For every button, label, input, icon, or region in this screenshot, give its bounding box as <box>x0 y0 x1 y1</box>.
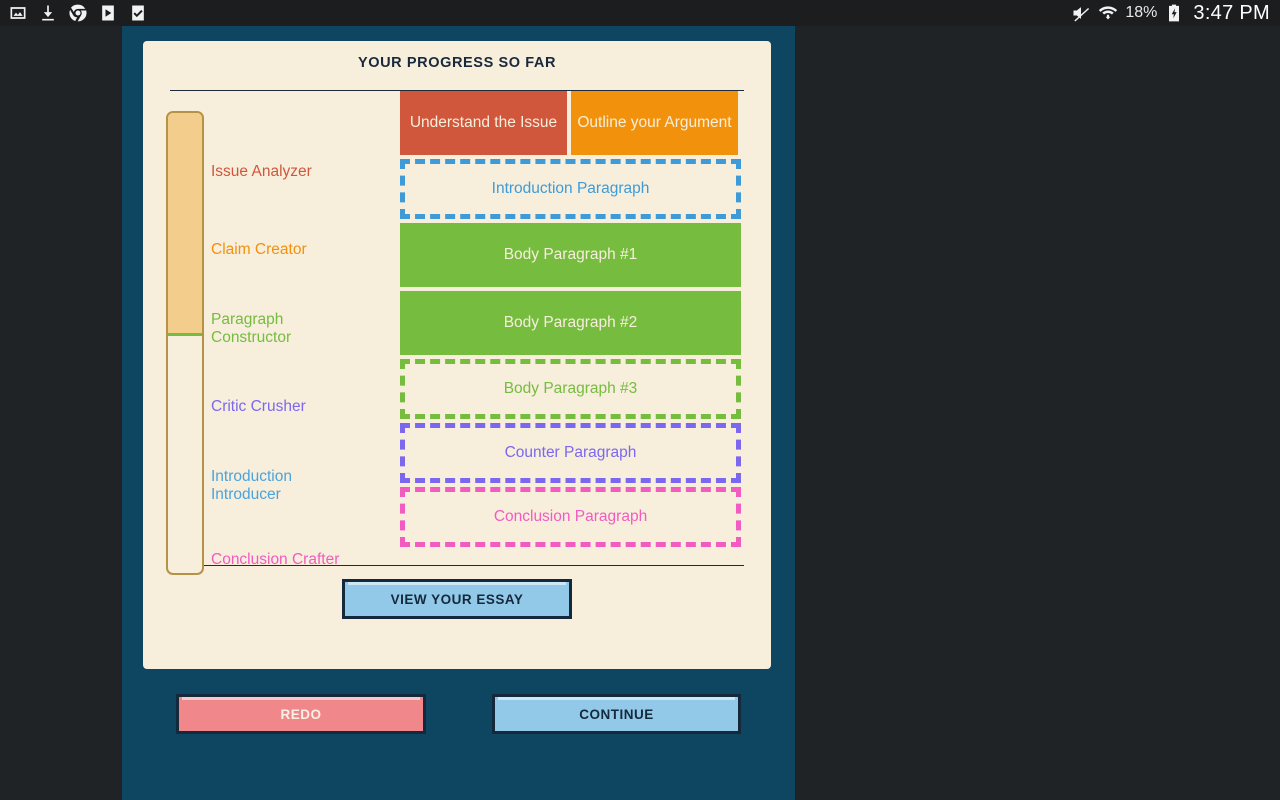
essay-block-label-4: Counter Paragraph <box>504 444 637 461</box>
play-store-check-icon <box>128 3 148 23</box>
essay-block-0[interactable]: Introduction Paragraph <box>400 159 741 219</box>
footer-divider <box>170 565 744 566</box>
redo-button[interactable]: REDO <box>176 694 426 734</box>
stage-label-1: Claim Creator <box>211 241 307 258</box>
status-bar-right: 18% 3:47 PM <box>1071 2 1270 25</box>
view-your-essay-button[interactable]: VIEW YOUR ESSAY <box>342 579 572 619</box>
essay-block-label-5: Conclusion Paragraph <box>493 508 648 525</box>
essay-block-3[interactable]: Body Paragraph #3 <box>400 359 741 419</box>
charging-battery-icon <box>1164 3 1184 23</box>
wifi-icon <box>1098 3 1118 23</box>
download-icon <box>38 3 58 23</box>
stage-label-2: Paragraph Constructor <box>211 311 292 346</box>
battery-percent-label: 18% <box>1125 4 1158 21</box>
essay-block-label-3: Body Paragraph #3 <box>503 380 638 397</box>
essay-block-top-0[interactable]: Understand the Issue <box>400 91 567 155</box>
essay-block-1[interactable]: Body Paragraph #1 <box>400 223 741 287</box>
essay-block-2[interactable]: Body Paragraph #2 <box>400 291 741 355</box>
clock-label: 3:47 PM <box>1193 1 1270 24</box>
essay-block-top-1[interactable]: Outline your Argument <box>571 91 738 155</box>
play-store-icon <box>98 3 118 23</box>
photo-icon <box>8 3 28 23</box>
footer-buttons: REDO CONTINUE <box>122 686 795 746</box>
stage-label-0: Issue Analyzer <box>211 163 312 180</box>
mute-icon <box>1071 3 1091 23</box>
stage-label-4: Introduction Introducer <box>211 468 292 503</box>
essay-block-label-0: Introduction Paragraph <box>491 180 650 197</box>
essay-block-4[interactable]: Counter Paragraph <box>400 423 741 483</box>
chrome-icon <box>68 3 88 23</box>
continue-button[interactable]: CONTINUE <box>492 694 741 734</box>
status-bar-left-icons <box>8 3 148 23</box>
progress-fill <box>168 113 202 337</box>
stage-label-5: Conclusion Crafter <box>211 551 340 568</box>
title-divider <box>170 90 744 91</box>
view-essay-row: VIEW YOUR ESSAY <box>143 566 771 619</box>
status-bar: 18% 3:47 PM <box>0 0 1280 26</box>
page-title: YOUR PROGRESS SO FAR <box>357 55 557 71</box>
overall-progress-bar <box>166 111 204 575</box>
stage-label-3: Critic Crusher <box>211 398 306 415</box>
essay-block-5[interactable]: Conclusion Paragraph <box>400 487 741 547</box>
